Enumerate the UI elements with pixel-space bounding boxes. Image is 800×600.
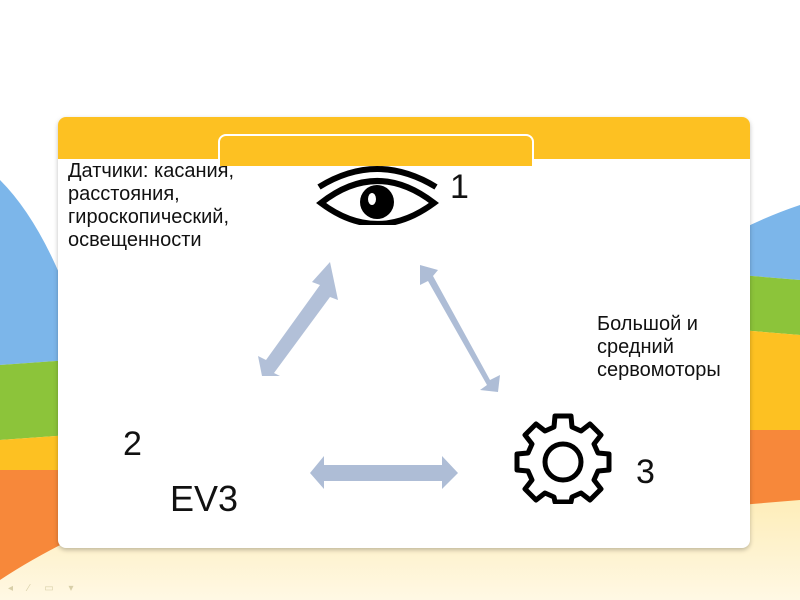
gear-icon <box>514 413 612 504</box>
node-3-number: 3 <box>636 453 655 491</box>
eye-icon <box>316 166 439 225</box>
node-1-number: 1 <box>450 168 469 206</box>
node-2-label: EV3 <box>170 478 239 519</box>
slide-nav-controls[interactable]: ◂ ⁄ ▭ ▾ <box>8 583 80 594</box>
card-title-tab <box>218 134 534 166</box>
motors-label: Большой и средний сервомоторы <box>597 313 721 381</box>
node-2-number: 2 <box>123 425 142 463</box>
arrow-2-3 <box>310 456 458 489</box>
arrow-1-3 <box>420 265 500 392</box>
sensors-label: Датчики: касания, расстояния, гироскопич… <box>68 160 235 251</box>
arrow-1-2 <box>258 262 338 376</box>
